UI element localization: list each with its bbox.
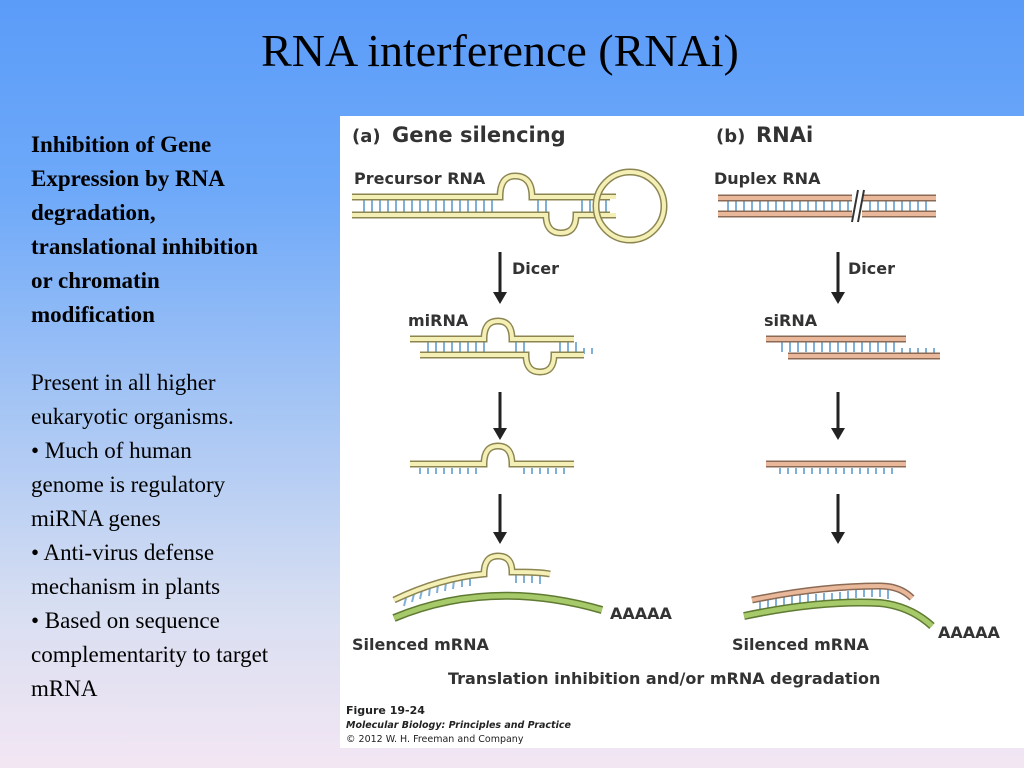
mature-sirna-strand [766, 460, 906, 474]
precursor-rna-hairpin [352, 168, 668, 244]
bottom-caption: Translation inhibition and/or mRNA degra… [448, 669, 880, 688]
silenced-mrna-a [392, 552, 604, 622]
copyright: © 2012 W. H. Freeman and Company [346, 734, 524, 745]
bullet-line: • Much of human [31, 438, 192, 463]
arrow-head-a-3 [493, 532, 507, 544]
bullet-line: • Based on sequence [31, 608, 220, 633]
slide-title: RNA interference (RNAi) [261, 25, 739, 76]
panel-a-letter: (a) [352, 126, 381, 147]
panel-b-letter: (b) [716, 126, 745, 147]
silenced-mrna-b [743, 582, 935, 630]
body-line: Present in all higher [31, 370, 216, 395]
bullet-line: mechanism in plants [31, 574, 221, 599]
bullet-line: mRNA [31, 676, 98, 701]
panel-a-title: Gene silencing [392, 123, 566, 147]
figure-label: Figure 19-24 [346, 704, 425, 717]
bullet-line: • Anti-virus defense [31, 540, 215, 565]
rnai-diagram: (a) Gene silencing (b) RNAi Precursor RN… [346, 123, 1001, 745]
arrow-head-b-3 [831, 532, 845, 544]
bold-line: translational inhibition [31, 234, 258, 259]
bold-line: or chromatin [31, 268, 160, 293]
silenced-mrna-label-a: Silenced mRNA [352, 635, 489, 654]
mature-mirna-strand [410, 442, 574, 474]
book-title: Molecular Biology: Principles and Practi… [346, 720, 571, 731]
arrow-head-dicer-a [493, 292, 507, 304]
bullet-line: miRNA genes [31, 506, 161, 531]
arrow-head-dicer-b [831, 292, 845, 304]
precursor-rna-label: Precursor RNA [354, 169, 486, 188]
silenced-mrna-label-b: Silenced mRNA [732, 635, 869, 654]
bullet-line: complementarity to target [31, 642, 269, 667]
figure-panel: (a) Gene silencing (b) RNAi Precursor RN… [340, 116, 1024, 748]
dicer-label-a: Dicer [512, 259, 559, 278]
mirna-label: miRNA [408, 311, 469, 330]
bullet-line: genome is regulatory [31, 472, 226, 497]
arrow-head-a-2 [493, 428, 507, 440]
duplex-rna [718, 189, 936, 223]
sirna-duplex [766, 335, 940, 360]
duplex-rna-label: Duplex RNA [714, 169, 821, 188]
arrow-head-b-2 [831, 428, 845, 440]
bold-line: Expression by RNA [31, 166, 225, 191]
body-line: eukaryotic organisms. [31, 404, 234, 429]
sirna-label: siRNA [764, 311, 818, 330]
left-text-block: Inhibition of Gene Expression by RNA deg… [31, 128, 331, 706]
polya-label-b: AAAAA [938, 623, 1001, 642]
polya-label-a: AAAAA [610, 604, 673, 623]
dicer-label-b: Dicer [848, 259, 895, 278]
bold-line: Inhibition of Gene [31, 132, 212, 157]
panel-b-title: RNAi [756, 123, 813, 147]
mirna-duplex [410, 317, 593, 376]
bold-line: degradation, [31, 200, 156, 225]
bold-line: modification [31, 302, 155, 327]
